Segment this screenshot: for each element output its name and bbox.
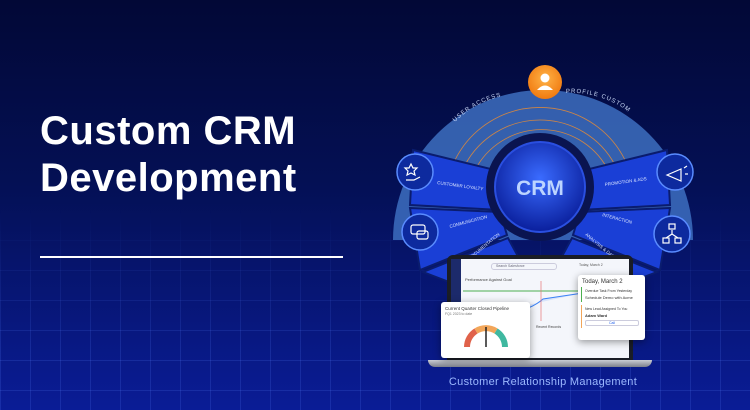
- task-item[interactable]: Schedule Demo with Acme: [585, 295, 633, 300]
- today-panel: Today, March 2 Overdue Task From Yesterd…: [578, 275, 645, 340]
- lead-label: New Lead Assigned To You: [585, 307, 628, 311]
- title-line-1: Custom CRM: [40, 109, 297, 153]
- center-label: CRM: [516, 177, 564, 200]
- caption: Customer Relationship Management: [448, 376, 638, 388]
- title-line-2: Development: [40, 156, 297, 200]
- divider: [40, 256, 343, 258]
- date-panel-header: Today, March 2: [579, 263, 603, 267]
- star-hand-icon: [396, 153, 434, 191]
- overdue-task-group: Overdue Task From Yesterday Schedule Dem…: [581, 287, 642, 302]
- chat-icon: [401, 213, 439, 251]
- recent-records-label: Recent Records: [536, 325, 562, 329]
- gauge-subtitle: FQ1 2023 to date: [445, 312, 473, 316]
- gauge-title: Current Quarter Closed Pipeline: [445, 306, 510, 311]
- connector-lines: [454, 107, 626, 171]
- search-input[interactable]: Search Salesforce: [491, 263, 557, 270]
- call-button[interactable]: Call: [585, 320, 639, 326]
- segment-customer-loyalty: CUSTOMER LOYALTY: [437, 180, 484, 191]
- chart-title: Performance Against Goal: [465, 277, 512, 282]
- lead-group: New Lead Assigned To You Adam Ward Call: [581, 305, 642, 328]
- page-title: Custom CRM Development: [40, 108, 297, 202]
- laptop-base: [428, 360, 652, 367]
- segment-promotion-ads: PROMOTION & ADS: [604, 176, 647, 187]
- center-circle: [494, 141, 586, 233]
- today-title: Today, March 2: [582, 279, 623, 285]
- gauge-card: Current Quarter Closed Pipeline FQ1 2023…: [441, 302, 530, 358]
- overdue-label: Overdue Task From Yesterday: [585, 289, 633, 293]
- user-icon: [528, 65, 562, 99]
- pipeline-gauge: [464, 325, 508, 348]
- lead-name: Adam Ward: [585, 313, 608, 318]
